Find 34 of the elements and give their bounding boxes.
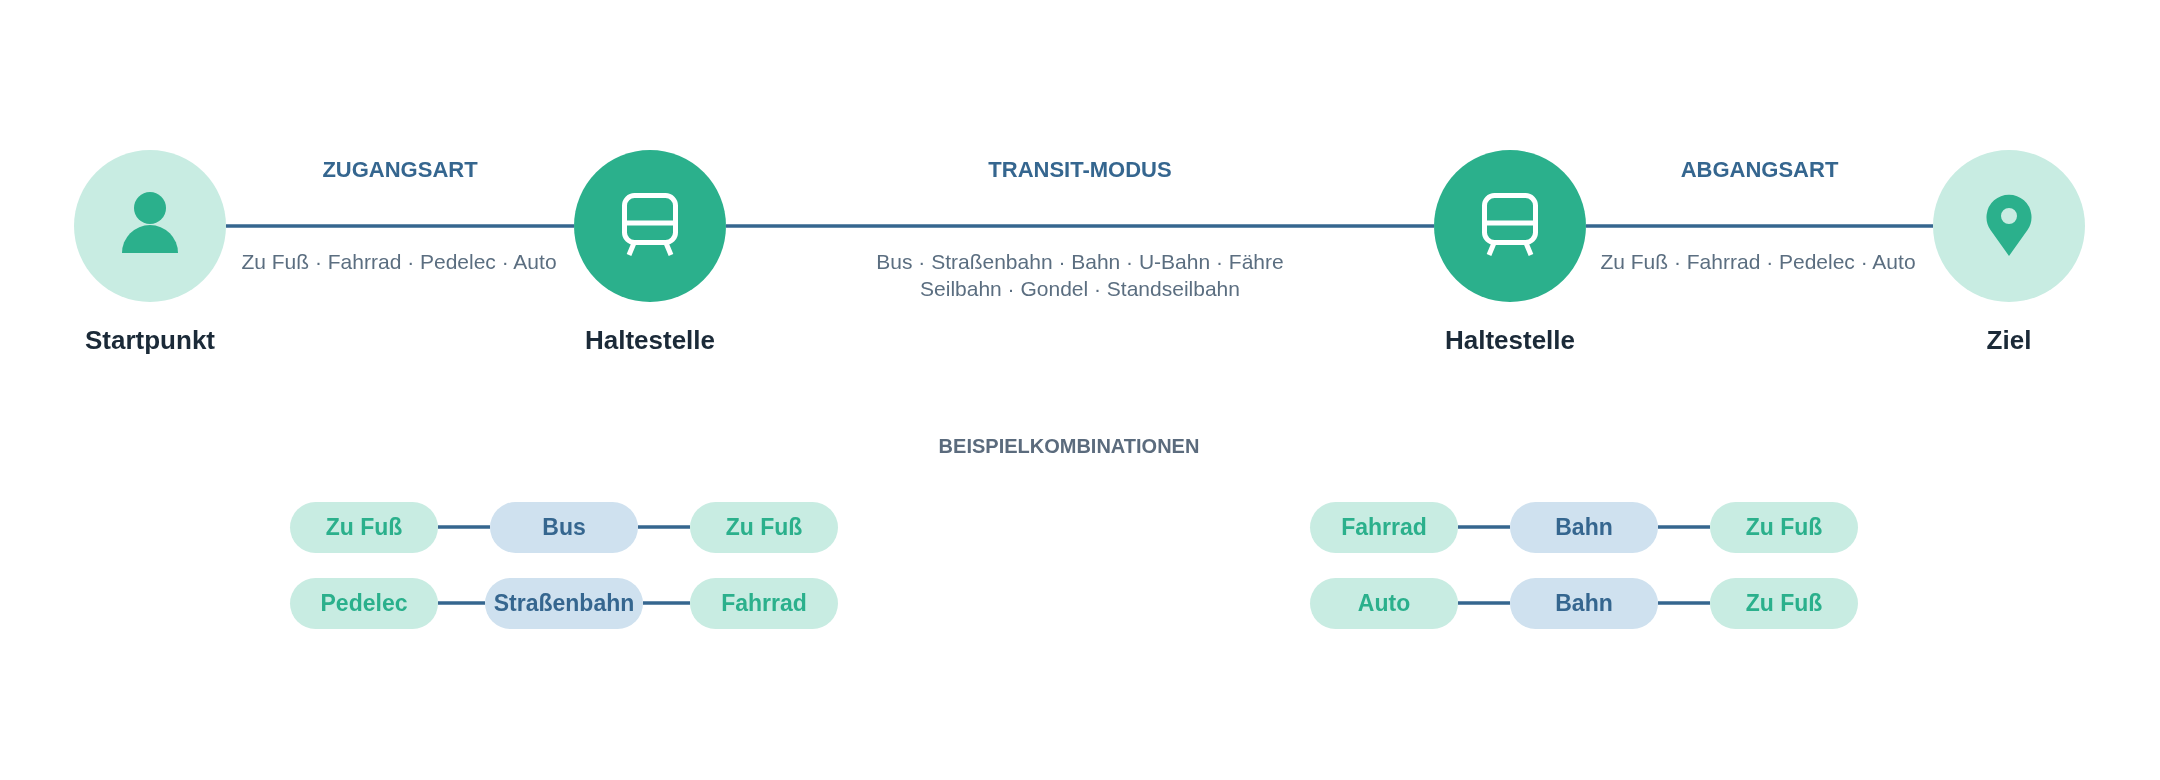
- node-label: Startpunkt: [85, 325, 215, 355]
- transit-mode-tag: Straßenbahn: [485, 577, 643, 629]
- connector-line: [1658, 525, 1710, 529]
- section-heading: BEISPIELKOMBINATIONEN: [938, 434, 1200, 458]
- travel-mode-tag: Fahrrad: [690, 577, 838, 629]
- transit-mode-tag: Bahn: [1510, 577, 1658, 629]
- connector-line: [638, 525, 690, 529]
- connector-line: [643, 601, 690, 605]
- connector-line: [438, 601, 485, 605]
- connector-line: [226, 224, 574, 228]
- mode-list: Zu Fuß · Fahrrad · Pedelec · Auto: [241, 247, 557, 275]
- travel-mode-tag: Zu Fuß: [690, 501, 838, 553]
- connector-line: [438, 525, 490, 529]
- travel-mode-tag: Pedelec: [290, 577, 438, 629]
- travel-mode-tag: Zu Fuß: [1710, 501, 1858, 553]
- connector-line: [1458, 601, 1510, 605]
- node-label: Ziel: [1986, 325, 2032, 355]
- node-label: Haltestelle: [584, 325, 716, 355]
- edge-label: ABGANGSART: [1680, 157, 1839, 183]
- edge-label: TRANSIT-MODUS: [988, 157, 1172, 183]
- mode-list: Bus · Straßenbahn · Bahn · U-Bahn · Fähre Seilbahn · Gondel · Standseilbahn: [865, 247, 1295, 302]
- connector-line: [1658, 601, 1710, 605]
- travel-mode-tag: Zu Fuß: [290, 501, 438, 553]
- mode-list: Zu Fuß · Fahrrad · Pedelec · Auto: [1600, 247, 1916, 275]
- transit-mode-tag: Bus: [490, 501, 638, 553]
- travel-mode-tag: Fahrrad: [1310, 501, 1458, 553]
- travel-mode-tag: Auto: [1310, 577, 1458, 629]
- connector-line: [726, 224, 1434, 228]
- connector-line: [1586, 224, 1933, 228]
- transit-mode-tag: Bahn: [1510, 501, 1658, 553]
- edge-label: ZUGANGSART: [322, 157, 478, 183]
- connector-line: [1458, 525, 1510, 529]
- node-label: Haltestelle: [1444, 325, 1576, 355]
- travel-mode-tag: Zu Fuß: [1710, 577, 1858, 629]
